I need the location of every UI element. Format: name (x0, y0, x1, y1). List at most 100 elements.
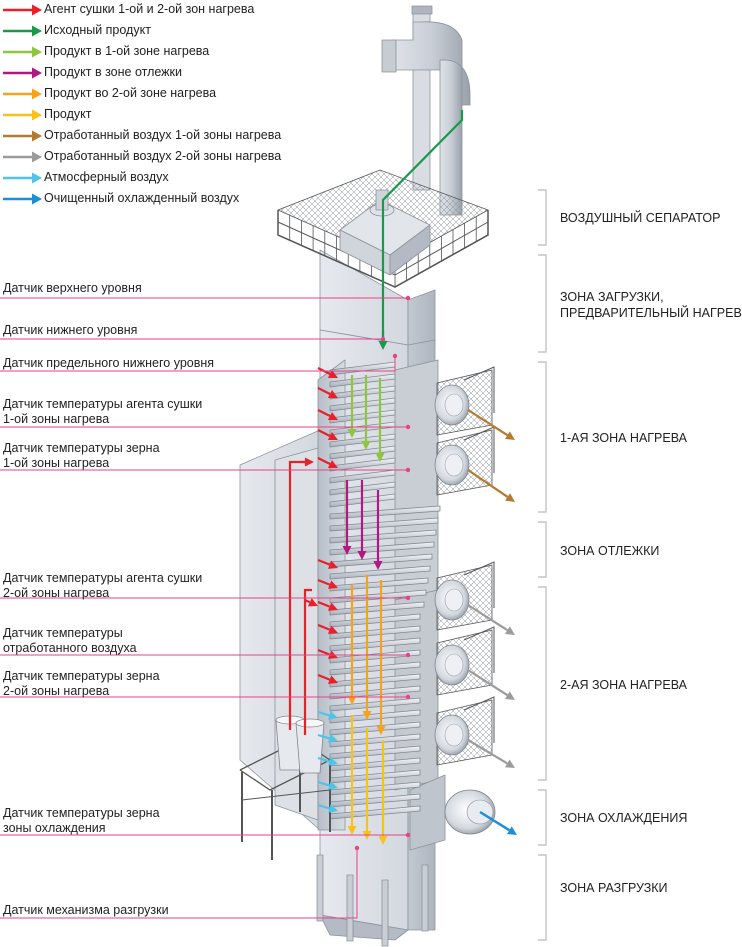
heat-agent-arrow (317, 409, 338, 420)
fan-outlet (434, 626, 495, 696)
sensor-point (405, 832, 411, 838)
louver (329, 529, 437, 544)
ambient-air-arrow (317, 780, 338, 790)
zone1-product-arrow (375, 378, 385, 462)
heat-agent-arrow (317, 429, 338, 440)
sensor-leaders (0, 295, 411, 919)
legend-label: Продукт во 2-ой зоне нагрева (44, 86, 217, 100)
legend-item: Продукт в зоне отлежки (0, 63, 300, 83)
tempering-product-arrow (357, 480, 367, 560)
fan-outlet (434, 366, 495, 436)
louver (329, 457, 396, 472)
louver (329, 517, 439, 532)
zone-brackets (538, 189, 547, 941)
source-product-path (381, 110, 464, 345)
sensor-point (405, 424, 411, 430)
support-leg (421, 864, 429, 932)
louver (329, 541, 435, 556)
heat-agent-arrow (304, 598, 318, 607)
ambient-air-arrow (317, 710, 338, 720)
fan-outlet (434, 426, 495, 496)
sensor-point (380, 336, 386, 342)
zone-bracket (538, 854, 547, 941)
ambient-air-arrow (317, 756, 338, 766)
sensor-point (405, 467, 411, 473)
zone-bracket (538, 254, 547, 353)
legend-arrow-icon (3, 109, 42, 121)
sensor-label: Датчик температуры зерна 1-ой зоны нагре… (3, 441, 160, 470)
support-leg (346, 874, 354, 942)
sensor-leader-line (0, 356, 396, 372)
zone-label: ЗОНА ЗАГРУЗКИ, ПРЕДВАРИТЕЛЬНЫЙ НАГРЕВ (560, 290, 742, 320)
legend-label: Очищенный охлажденный воздух (44, 191, 240, 205)
legend-item: Отработанный воздух 2-ой зоны нагрева (0, 147, 300, 167)
fan-outlet (434, 561, 495, 631)
fan-center (444, 453, 464, 477)
louver (329, 565, 431, 580)
legend-label: Исходный продукт (44, 23, 151, 37)
zone-bracket (538, 521, 547, 578)
louver (329, 445, 396, 460)
flow-arrows (288, 110, 517, 845)
zone1-product-arrow (347, 375, 357, 438)
legend-label: Продукт в зоне отлежки (44, 65, 182, 79)
louver (329, 601, 425, 616)
exhaust1-arrow (467, 409, 515, 440)
legend-label: Отработанный воздух 1-ой зоны нагрева (44, 128, 282, 142)
legend-arrow-icon (3, 4, 42, 16)
sensor-point (392, 353, 398, 359)
sensor-label: Датчик нижнего уровня (3, 323, 138, 337)
zone-label: ЗОНА РАЗГРУЗКИ (560, 881, 668, 895)
sensor-leader-line (0, 848, 358, 919)
exhaust2-arrow (467, 669, 515, 700)
tempering-product-arrow (342, 480, 352, 555)
support-leg (316, 854, 324, 922)
legend-arrow-icon (3, 130, 42, 142)
legend-label: Атмосферный воздух (44, 170, 169, 184)
sensor-label: Датчик предельного нижнего уровня (3, 356, 215, 370)
fan-railing (463, 626, 495, 673)
legend-item: Атмосферный воздух (0, 168, 300, 188)
elevator-head (392, 21, 471, 106)
louver (329, 409, 396, 424)
fan-railing (463, 696, 495, 743)
sensor-point (405, 595, 411, 601)
heat-agent-arrow (317, 558, 338, 569)
heat-agent-duct-2 (303, 588, 312, 735)
sensor-label: Датчик температуры отработанного воздуха (3, 626, 137, 655)
zone1-product-arrow (361, 375, 371, 450)
sensor-label: Датчик верхнего уровня (3, 281, 142, 295)
legend-label: Продукт в 1-ой зоне нагрева (44, 44, 210, 58)
zone2-product-arrow (376, 580, 386, 735)
heat-agent-arrow (300, 457, 314, 467)
heat-agent-arrow (317, 578, 338, 589)
heat-agent-arrow (317, 457, 338, 468)
sensor-point (405, 652, 411, 658)
sensor-label: Датчик температуры зерна зоны охлаждения (3, 806, 160, 835)
exhaust2-arrow (467, 604, 515, 635)
fan-center (444, 393, 464, 417)
legend-arrow-icon (3, 46, 42, 58)
legend-item: Агент сушки 1-ой и 2-ой зон нагрева (0, 0, 300, 20)
ambient-air-arrow (317, 733, 338, 743)
zone2-product-arrow (347, 585, 357, 705)
louver (329, 589, 427, 604)
zone-bracket (538, 361, 547, 513)
legend-item: Отработанный воздух 1-ой зоны нагрева (0, 126, 300, 146)
louver (329, 577, 429, 592)
zone-label: ЗОНА ОХЛАЖДЕНИЯ (560, 811, 688, 825)
zone-label: ЗОНА ОТЛЕЖКИ (560, 544, 660, 558)
sensor-point (405, 295, 411, 301)
heat-agent-arrow (317, 600, 338, 611)
cooled-air-arrow (479, 810, 517, 835)
legend-arrow-icon (3, 151, 42, 163)
filter-can (295, 722, 325, 774)
sensor-label: Датчик температуры агента сушки 1-ой зон… (3, 397, 203, 426)
heat-agent-arrow (317, 387, 338, 398)
legend-item: Продукт во 2-ой зоне нагрева (0, 84, 300, 104)
upper-box-side (407, 289, 436, 346)
zone-bracket (538, 189, 547, 246)
sensor-label: Датчик температуры зерна 2-ой зоны нагре… (3, 669, 160, 698)
